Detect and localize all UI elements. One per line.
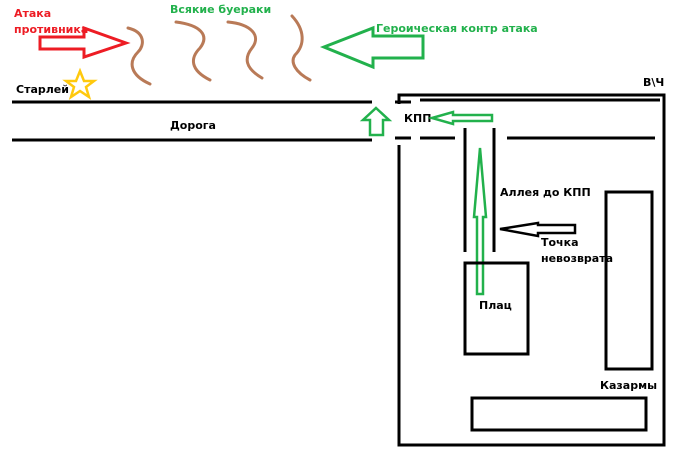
alley-label: Аллея до КПП: [500, 186, 591, 199]
arrow-left-icon: [427, 110, 494, 126]
enemy-attack-label-line2: противника: [14, 23, 88, 36]
military-unit-label: В\Ч: [643, 76, 664, 89]
enemy-attack-label-line1: Атака: [14, 7, 51, 20]
point-of-no-return-line1: Точка: [541, 236, 579, 249]
counter-attack-label: Героическая контр атака: [376, 22, 538, 35]
point-of-no-return: Точка невозврата: [499, 221, 613, 265]
parade-ground-label: Плац: [479, 299, 512, 312]
arrow-up-icon: [359, 106, 393, 137]
road: Дорога: [12, 100, 372, 142]
arrow-right-icon: [38, 25, 131, 60]
parade-ground-building: [463, 261, 530, 356]
barracks: Казармы: [470, 190, 657, 432]
squiggle-icon: [174, 20, 212, 82]
barracks-building-2: [470, 396, 648, 432]
parade-ground: Плац: [463, 261, 530, 356]
checkpoint-label: КПП: [404, 112, 431, 125]
enemy-attack: Атака противника: [14, 7, 131, 60]
squiggle-icon: [226, 20, 264, 80]
barracks-label: Казармы: [600, 379, 657, 392]
checkpoint: КПП: [404, 110, 494, 126]
unit-fence: [397, 93, 666, 447]
ravines-label: Всякие буераки: [170, 3, 271, 16]
arrow-left-icon: [499, 221, 577, 238]
star-icon: [62, 67, 98, 100]
military-unit: В\Ч: [395, 76, 666, 447]
counter-attack: Героическая контр атака: [319, 22, 538, 70]
senior-lieutenant: Старлей: [16, 67, 98, 100]
barracks-building: [604, 190, 654, 371]
squiggle-icon: [126, 26, 152, 86]
point-of-no-return-line2: невозврата: [541, 252, 613, 265]
ravines: Всякие буераки: [126, 3, 312, 86]
squiggle-icon: [290, 14, 312, 82]
arrow-up-icon: [472, 147, 488, 296]
arrow-left-icon: [319, 25, 425, 70]
alley: Аллея до КПП: [463, 128, 591, 296]
road-label: Дорога: [170, 119, 216, 132]
senior-lieutenant-label: Старлей: [16, 83, 69, 96]
